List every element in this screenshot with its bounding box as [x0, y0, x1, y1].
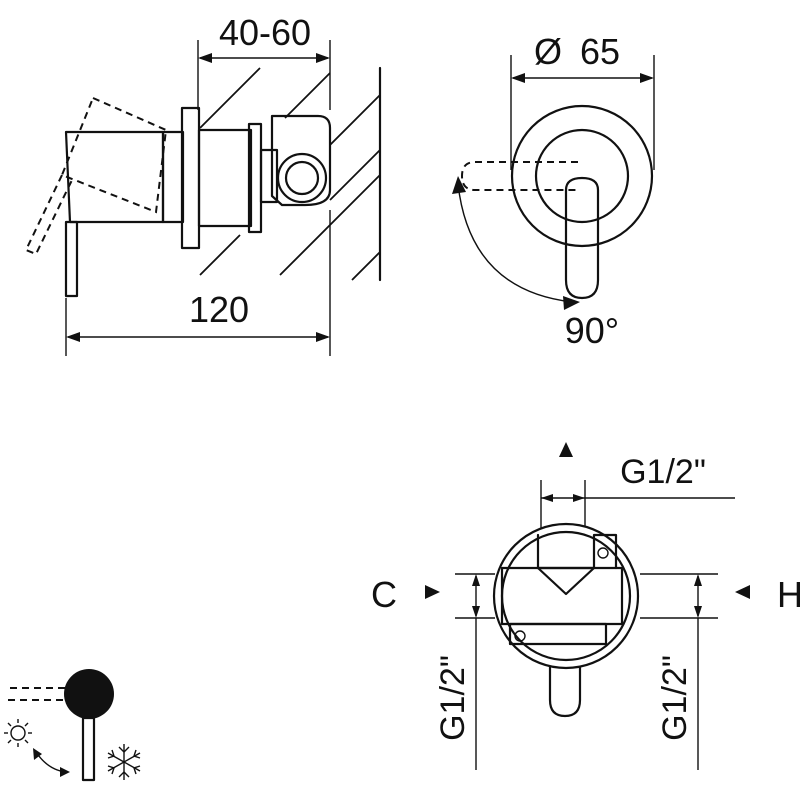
body-circle-outer — [492, 522, 640, 670]
hot-label: H — [777, 574, 800, 615]
screw-top — [597, 547, 609, 559]
handle-body — [64, 130, 165, 224]
knob-icon — [64, 669, 114, 719]
cold-label: C — [371, 574, 397, 615]
snowflake-icon — [107, 744, 141, 780]
cold-thread-label: G1/2" — [434, 655, 472, 741]
cold-arrow — [425, 585, 440, 599]
diameter-label: 65 — [580, 31, 620, 72]
screw-bottom — [514, 630, 526, 642]
valve-body — [197, 128, 253, 228]
wall-hatching — [199, 66, 382, 282]
outlet-thread-label: G1/2" — [620, 453, 706, 491]
lever-stem-icon — [81, 716, 96, 782]
depth-label: 40-60 — [219, 12, 311, 53]
rotation-label: 90° — [565, 310, 619, 351]
bottom-lever — [548, 653, 582, 718]
connection-view: G1/2" C G1/2" H — [371, 442, 800, 770]
hot-thread-label: G1/2" — [656, 655, 694, 741]
outlet-elbow — [270, 114, 332, 207]
handle-horizontal-dashed — [460, 161, 578, 191]
front-view: Ø 65 90° — [452, 31, 655, 351]
outlet-ring-outer — [276, 152, 328, 204]
hot-arrow — [735, 585, 750, 599]
rosette-outer — [510, 104, 654, 248]
front-lever — [564, 176, 600, 300]
wall-rosette — [180, 106, 201, 250]
outlet-ring-inner — [284, 160, 320, 196]
diameter-symbol: Ø — [534, 31, 562, 72]
dimension-diameter: Ø 65 — [510, 31, 655, 170]
rosette-inner — [534, 128, 630, 224]
dashed-lever-icon — [8, 687, 65, 701]
handle-lever — [64, 220, 79, 298]
side-view: 40-60 120 — [24, 12, 382, 356]
dimension-depth: 40-60 — [197, 12, 331, 110]
cartridge-bottom — [508, 622, 608, 646]
length-label: 120 — [189, 289, 249, 330]
rotation-arrow-icon — [33, 748, 70, 777]
operation-legend — [4, 669, 141, 782]
handle-rotated-dashed — [24, 96, 168, 256]
dimension-length: 120 — [65, 210, 331, 356]
sun-icon — [4, 719, 32, 747]
rotation-arc — [457, 183, 573, 303]
cap — [161, 130, 185, 224]
body-neck — [259, 148, 279, 204]
outlet-arrow — [559, 442, 573, 457]
